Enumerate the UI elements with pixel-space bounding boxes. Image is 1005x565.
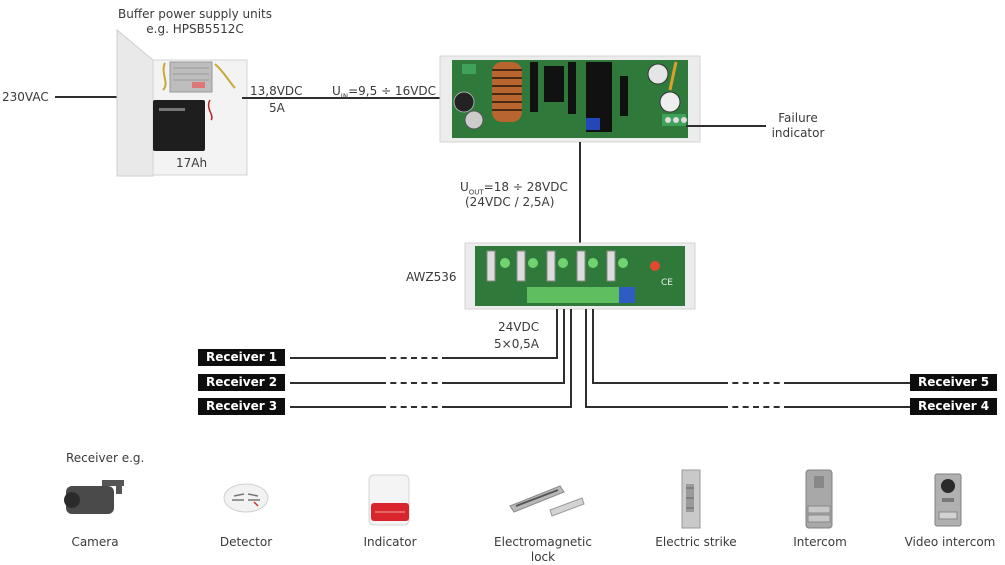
failure-label-line1: Failure xyxy=(778,111,818,125)
wire-receiver-3-dashed xyxy=(380,406,448,408)
psu-enclosure-image xyxy=(116,28,248,177)
example-electric-strike-label: Electric strike xyxy=(655,535,737,549)
distributor-output-current: 5×0,5A xyxy=(494,337,539,351)
receiver-1-label: Receiver 1 xyxy=(198,349,286,366)
example-electromagnetic-lock-label: Electromagnetic xyxy=(494,535,592,549)
wire-receiver-4-b xyxy=(790,406,910,408)
distributor-output-voltage: 24VDC xyxy=(498,320,540,334)
input-voltage-label: 230VAC xyxy=(2,90,49,104)
converter-output-wire xyxy=(579,142,581,244)
dc-wire xyxy=(242,97,442,99)
example-video-intercom-label: Video intercom xyxy=(904,535,996,549)
receiver-2-label: Receiver 2 xyxy=(198,374,286,391)
wire-receiver-1-vertical xyxy=(556,309,558,359)
wire-receiver-2-a xyxy=(290,382,380,384)
example-camera-label: Camera xyxy=(71,535,119,549)
camera-icon xyxy=(64,480,124,514)
wire-receiver-3-vertical xyxy=(570,309,572,408)
example-intercom-label: Intercom xyxy=(793,535,847,549)
receiver-5-label: Receiver 5 xyxy=(910,374,998,391)
wire-receiver-5-a xyxy=(592,382,722,384)
psu-model: e.g. HPSB5512C xyxy=(146,22,244,36)
wire-receiver-5-vertical xyxy=(592,309,594,384)
converter-output-note: (24VDC / 2,5A) xyxy=(465,195,555,209)
failure-label-line2: indicator xyxy=(771,126,825,140)
wire-receiver-4-dashed xyxy=(722,406,790,408)
converter-input-range: UIN=9,5 ÷ 16VDC xyxy=(332,84,437,101)
examples-heading: Receiver e.g. xyxy=(66,451,145,465)
failure-wire xyxy=(686,125,766,127)
wire-receiver-2-b xyxy=(448,382,565,384)
wire-receiver-2-dashed xyxy=(380,382,448,384)
wire-receiver-1-a xyxy=(290,357,380,359)
receiver-3-label: Receiver 3 xyxy=(198,398,286,415)
detector-icon xyxy=(223,483,269,513)
wire-receiver-1-b xyxy=(448,357,558,359)
example-detector-label: Detector xyxy=(219,535,273,549)
wire-receiver-3-a xyxy=(290,406,380,408)
wire-receiver-1-dashed xyxy=(380,357,448,359)
video-intercom-icon xyxy=(934,473,962,527)
receiver-4-label: Receiver 4 xyxy=(910,398,998,415)
svg-text:CE: CE xyxy=(661,278,673,288)
intercom-icon xyxy=(805,469,833,529)
converter-output-range: UOUT=18 ÷ 28VDC xyxy=(460,180,568,197)
example-electromagnetic-lock-label-line2: lock xyxy=(530,550,556,564)
wire-receiver-5-b xyxy=(790,382,910,384)
wire-receiver-3-b xyxy=(448,406,572,408)
wire-receiver-4-vertical xyxy=(585,309,587,408)
example-indicator-label: Indicator xyxy=(363,535,417,549)
electromagnetic-lock-icon xyxy=(509,485,585,517)
psu-output-current: 5A xyxy=(269,101,285,115)
mains-wire xyxy=(55,96,117,98)
psu-output-voltage: 13,8VDC xyxy=(250,84,303,98)
psu-title: Buffer power supply units xyxy=(118,7,272,21)
indicator-icon xyxy=(368,474,410,526)
electric-strike-icon xyxy=(681,469,701,529)
distributor-name: AWZ536 xyxy=(406,270,457,284)
distributor-module-image: CE xyxy=(464,242,696,310)
wire-receiver-2-vertical xyxy=(563,309,565,384)
wire-receiver-5-dashed xyxy=(722,382,790,384)
battery-capacity: 17Ah xyxy=(176,156,208,170)
converter-module-image xyxy=(439,55,701,143)
wire-receiver-4-a xyxy=(585,406,722,408)
